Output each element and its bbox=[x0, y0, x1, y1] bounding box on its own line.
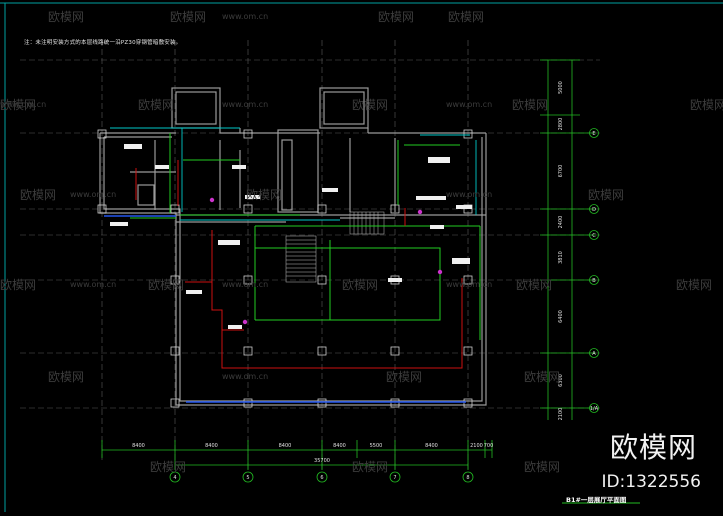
watermark-text: 欧模网 bbox=[0, 98, 37, 112]
watermark-text: 欧模网 bbox=[0, 278, 37, 292]
watermark-text: 欧模网 bbox=[676, 278, 713, 292]
right-dim-value: 5000 bbox=[558, 81, 564, 94]
right-dim-value: 2400 bbox=[558, 216, 564, 229]
right-axis-bubbles bbox=[589, 128, 599, 413]
wiring-green bbox=[130, 133, 481, 340]
bottom-dim-value: 8400 bbox=[425, 443, 438, 449]
right-dim-value: 6700 bbox=[558, 165, 564, 178]
watermark-text: 欧模网 bbox=[20, 188, 57, 202]
wiring-cyan bbox=[110, 127, 477, 221]
right-dim-value: 3810 bbox=[558, 251, 564, 264]
watermark-text: 欧模网 bbox=[448, 10, 485, 24]
bottom-dim-value: 8400 bbox=[333, 443, 346, 449]
right-dim-value: 2800 bbox=[558, 118, 564, 131]
watermark-url: www.om.cn bbox=[222, 280, 269, 289]
watermark-text: 欧模网 bbox=[48, 10, 85, 24]
right-axis-label: 1/A bbox=[590, 406, 599, 412]
right-axis-label: B bbox=[592, 278, 596, 284]
drawing-title: B1#一层展厅平面图 bbox=[566, 496, 627, 504]
bottom-dim-value: 5500 bbox=[370, 443, 383, 449]
watermark-text: 欧模网 bbox=[524, 370, 561, 384]
drawing-note: 注：未注明安装方式的本层线路统一沿PZ30穿钢管暗敷安装。 bbox=[24, 40, 182, 46]
bottom-dim-value: 8400 bbox=[205, 443, 218, 449]
watermark-url: www.om.cn bbox=[222, 100, 269, 109]
wiring-red bbox=[135, 160, 463, 369]
label-blocks bbox=[110, 144, 472, 329]
watermark-text: 欧模网 bbox=[524, 460, 561, 474]
watermark-text: 欧模网 bbox=[352, 98, 389, 112]
watermark-url: www.om.cn bbox=[70, 280, 117, 289]
bottom-axis-label: 4 bbox=[173, 475, 176, 481]
watermark-text: 欧模网 bbox=[138, 98, 175, 112]
right-axis-label: C bbox=[592, 233, 596, 239]
watermark-text: 欧模网 bbox=[170, 10, 207, 24]
bottom-dim-value: 700 bbox=[484, 443, 494, 449]
bottom-dim-value: 8400 bbox=[132, 443, 145, 449]
watermark-text: 欧模网 bbox=[342, 278, 379, 292]
watermark-url: www.om.cn bbox=[70, 190, 117, 199]
walls bbox=[99, 87, 487, 406]
right-axis-labels: E D C B A 1/A bbox=[590, 131, 599, 412]
right-dim-value: 6300 bbox=[558, 374, 564, 387]
watermark-text: 欧模网 bbox=[386, 370, 423, 384]
watermark-text: 欧模网 bbox=[588, 188, 625, 202]
watermark-url: www.om.cn bbox=[446, 190, 493, 199]
staircase bbox=[285, 211, 385, 283]
watermark-url: www.om.cn bbox=[222, 12, 269, 21]
watermark-url: www.om.cn bbox=[0, 100, 47, 109]
brand-logo-text: 欧模网 bbox=[609, 431, 697, 464]
bottom-axis-bubbles bbox=[169, 471, 474, 483]
right-dim-value: 2100 bbox=[558, 408, 564, 421]
brand-id: ID:1322556 bbox=[601, 472, 701, 492]
bottom-axis-label: 5 bbox=[246, 475, 249, 481]
bottom-axis-label: 8 bbox=[466, 475, 469, 481]
watermark-text: 欧模网 bbox=[148, 278, 185, 292]
watermark-text: 欧模网 bbox=[512, 98, 549, 112]
bottom-axis-label: 7 bbox=[393, 475, 396, 481]
watermark-text: 欧模网 bbox=[690, 98, 723, 112]
bottom-dimension bbox=[101, 440, 493, 470]
watermark-url: www.om.cn bbox=[446, 100, 493, 109]
right-dim-value: 6400 bbox=[558, 310, 564, 323]
bottom-dim-value: 2100 bbox=[470, 443, 483, 449]
right-dimension-values: 5000 2800 6700 2400 3810 6400 6300 2100 bbox=[558, 81, 564, 420]
right-axis-label: A bbox=[592, 351, 596, 357]
columns bbox=[97, 129, 473, 408]
bottom-dim-value: 8400 bbox=[279, 443, 292, 449]
bottom-axis-label: 6 bbox=[320, 475, 323, 481]
watermark-text: 欧模网 bbox=[150, 460, 187, 474]
watermark-text: 欧模网 bbox=[516, 278, 553, 292]
right-axis-label: E bbox=[592, 131, 595, 137]
right-axis-label: D bbox=[592, 207, 596, 213]
devices-magenta bbox=[209, 197, 443, 325]
watermark-url: www.om.cn bbox=[222, 372, 269, 381]
bottom-axis-labels: 4 5 6 7 8 bbox=[173, 475, 469, 481]
watermark-url: www.om.cn bbox=[446, 280, 493, 289]
wiring-blue bbox=[104, 215, 466, 403]
watermark-text: 欧模网 bbox=[378, 10, 415, 24]
watermark-text: 欧模网 bbox=[48, 370, 85, 384]
watermark-text: 欧模网 bbox=[352, 460, 389, 474]
watermark-text: 欧模网 bbox=[246, 188, 283, 202]
right-dimension bbox=[540, 59, 596, 420]
bottom-total-dimension: 35700 bbox=[314, 458, 330, 464]
